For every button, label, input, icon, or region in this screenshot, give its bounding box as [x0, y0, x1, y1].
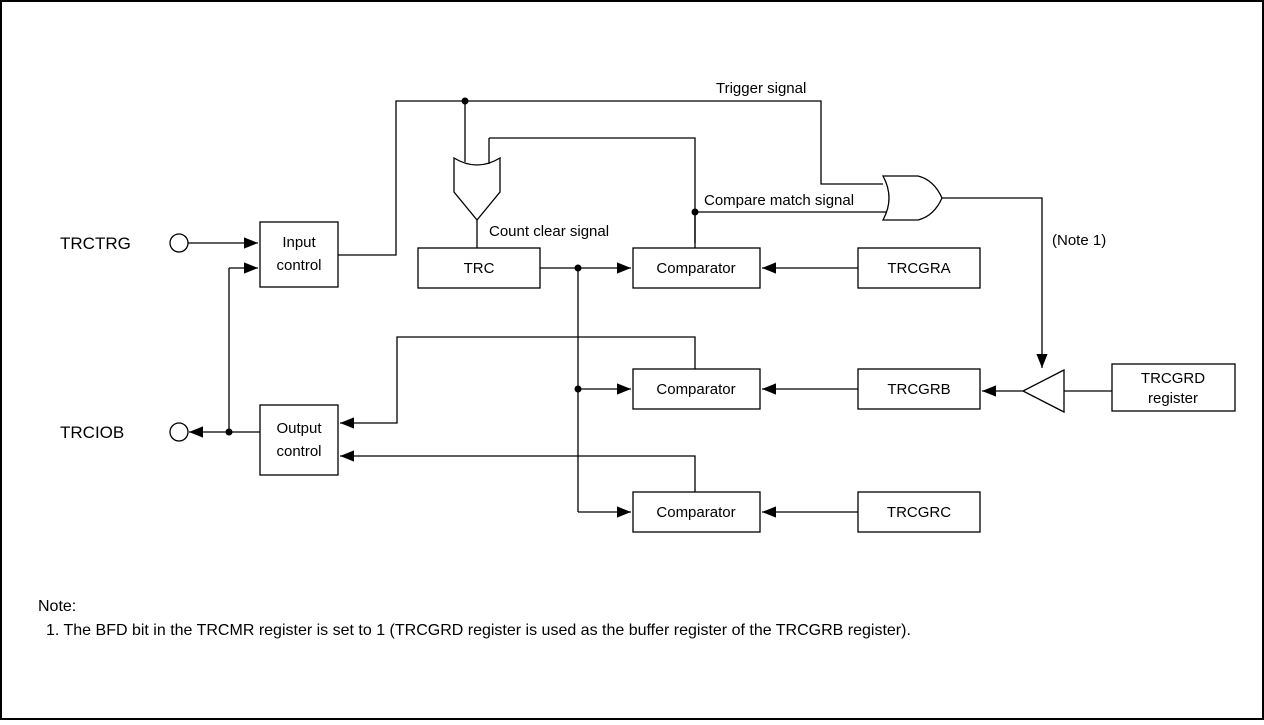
wire-trigger-signal: [338, 100, 883, 256]
comparator-a-label: Comparator: [656, 260, 735, 277]
wire-compare-feedback: [489, 137, 696, 243]
note1-ref-label: (Note 1): [1052, 232, 1106, 249]
trc-label: TRC: [464, 260, 495, 277]
wire-comparator-c-to-output: [340, 450, 696, 492]
pin-label-trciob: TRCIOB: [60, 423, 124, 442]
pin-trciob: [169, 422, 189, 442]
pin-label-trctrg: TRCTRG: [60, 234, 131, 253]
trcgrc-label: TRCGRC: [887, 504, 951, 521]
trcgrd-block: [1111, 363, 1236, 412]
wire-comparator-b-to-output: [340, 336, 696, 429]
trigger-signal-label: Trigger signal: [716, 80, 806, 97]
comparator-c-block: [632, 491, 761, 533]
input-control-block: [259, 221, 339, 288]
output-control-label-2: control: [276, 443, 321, 460]
or-gate-buffer-transfer: [881, 175, 943, 221]
note-item-1: 1. The BFD bit in the TRCMR register is …: [46, 622, 911, 639]
count-clear-label: Count clear signal: [489, 223, 609, 240]
output-control-label-1: Output: [276, 420, 322, 437]
comparator-b-block: [632, 368, 761, 410]
output-control-block: [259, 404, 339, 476]
trcgrd-label-1: TRCGRD: [1141, 370, 1205, 387]
trc-block: [417, 247, 541, 289]
trcgrb-label: TRCGRB: [887, 381, 950, 398]
trcgra-label: TRCGRA: [887, 260, 950, 277]
comparator-b-label: Comparator: [656, 381, 735, 398]
or-gate-count-clear: [453, 156, 501, 222]
input-control-label-1: Input: [282, 234, 316, 251]
trcgrd-label-2: register: [1148, 390, 1198, 407]
buffer-triangle: [1021, 368, 1065, 414]
wire-or-to-buffer: [942, 197, 1048, 368]
compare-match-label: Compare match signal: [704, 192, 854, 209]
input-control-label-2: control: [276, 257, 321, 274]
pin-trctrg: [169, 233, 189, 253]
trcgrc-block: [857, 491, 981, 533]
note-heading: Note:: [38, 598, 77, 615]
comparator-c-label: Comparator: [656, 504, 735, 521]
comparator-a-block: [632, 247, 761, 289]
trcgra-block: [857, 247, 981, 289]
trcgrb-block: [857, 368, 981, 410]
